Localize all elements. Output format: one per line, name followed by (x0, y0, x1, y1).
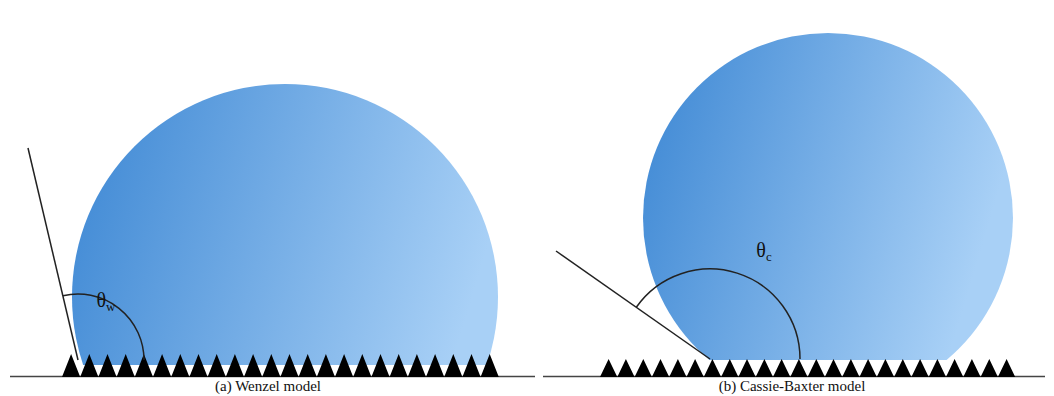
subfigure-caption: (a) Wenzel model (215, 378, 321, 395)
droplet (643, 33, 1013, 360)
angle-arc (636, 269, 800, 359)
droplet (72, 84, 498, 365)
angle-label: θw (97, 289, 116, 312)
rough-surface (600, 359, 1015, 377)
tangent-line (556, 251, 710, 359)
tangent-line (28, 148, 78, 360)
rough-surface (62, 354, 499, 377)
subfigure-caption: (b) Cassie-Baxter model (719, 378, 866, 395)
angle-label: θc (756, 239, 771, 262)
